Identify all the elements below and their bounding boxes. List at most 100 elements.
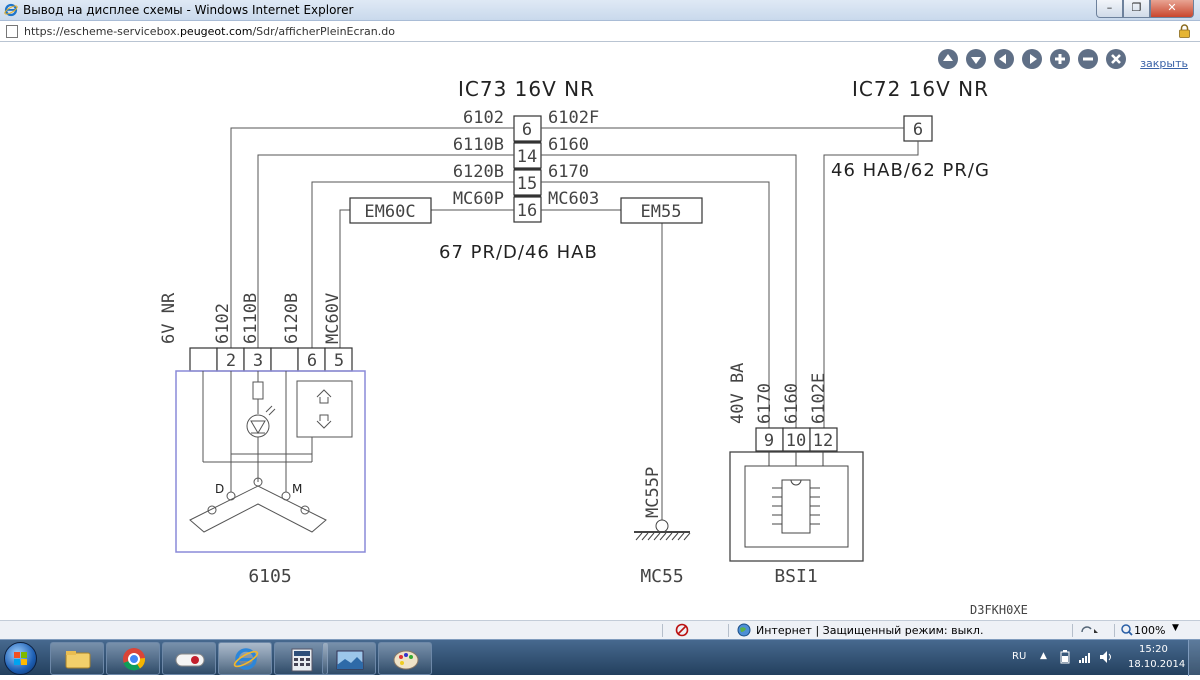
picture-viewer-icon [336,650,364,670]
taskbar-chrome[interactable] [106,642,160,675]
wire-label-6102f: 6102F [548,108,599,128]
show-hidden-icons[interactable]: ▲ [1040,651,1047,661]
popup-blocked-icon[interactable] [675,623,689,637]
calculator-icon [291,648,313,672]
ground-wire-label: MC55P [643,467,663,518]
diagram-canvas: закрыть IC73 16V NR IC72 16V NR 6 14 15 … [0,42,1200,620]
conn-6105-label: 6V NR [159,292,179,344]
zoom-icon[interactable] [1121,624,1133,636]
switch-label-m: M [292,482,302,496]
clock-date[interactable]: 18.10.2014 [1128,659,1186,670]
zoom-level[interactable]: 100% [1134,624,1166,637]
ic73-pin-15: 15 [517,174,537,194]
component-6105 [175,370,366,553]
pin-6105-6: 6 [307,351,317,371]
close-button[interactable]: ✕ [1150,0,1194,18]
url-path: /Sdr/afficherPleinEcran.do [252,24,395,38]
wires [230,127,919,520]
ic73-connector [513,115,542,223]
restore-button[interactable]: ❐ [1123,0,1150,18]
show-desktop-button[interactable] [1188,640,1200,676]
pin-6105-2: 2 [226,351,236,371]
left-arrow-icon[interactable] [994,49,1014,69]
folder-icon [65,651,91,669]
close-link[interactable]: закрыть [1140,57,1188,70]
pin-6105-5: 5 [334,351,344,371]
diagram-toolbar [938,49,1126,69]
part-label-6105: 6105 [248,566,291,587]
status-bar: Интернет | Защищенный режим: выкл. 100% … [0,620,1200,639]
component-bsi1 [729,451,864,562]
taskbar-picture-viewer[interactable] [322,642,376,675]
taskbar-app-toggle[interactable] [162,642,216,675]
security-zone-text: Интернет | Защищенный режим: выкл. [756,624,984,637]
diagram-code: D3FKH0XE [970,603,1028,617]
conn-bsi-pins [755,427,838,452]
address-bar[interactable]: https://escheme-servicebox.peugeot.com/S… [0,21,1200,42]
ground-symbol [634,519,691,541]
url-host: peugeot.com [179,24,253,38]
down-arrow-icon[interactable] [966,49,986,69]
wire-label-6160: 6160 [548,135,589,155]
em55-label: EM55 [641,202,682,222]
internet-explorer-icon [233,648,259,670]
wiring-diagram: IC73 16V NR IC72 16V NR 6 14 15 16 6 [159,77,1028,617]
zoom-out-icon[interactable] [1078,49,1098,69]
toggle-app-icon [175,653,205,667]
ic73-label: IC73 16V NR [458,77,595,101]
vert-label-6110b: 6110B [241,293,261,344]
wire-label-6120b: 6120B [453,162,504,182]
window-title: Вывод на дисплее схемы - Windows Interne… [23,3,354,17]
taskbar-explorer[interactable] [50,642,104,675]
pin-bsi-10: 10 [786,431,806,451]
em60c-box [349,197,432,224]
volume-icon[interactable] [1099,650,1113,664]
conn-bsi-label: 40V BA [728,363,748,424]
minimize-button[interactable]: – [1096,0,1123,18]
harness-label-right: 46 HAB/62 PR/G [831,160,990,181]
internet-explorer-icon [4,3,18,17]
close-circle-icon[interactable] [1106,49,1126,69]
lock-icon[interactable] [1179,24,1190,38]
vert-label-6160: 6160 [782,383,802,424]
battery-icon[interactable] [1060,650,1070,664]
zoom-in-icon[interactable] [1050,49,1070,69]
part-label-mc55: MC55 [640,566,683,587]
network-icon[interactable] [1079,650,1093,664]
chrome-icon [123,648,146,671]
url-scheme: https://escheme-servicebox. [24,24,180,38]
vert-label-6170: 6170 [755,383,775,424]
taskbar-paint[interactable] [378,642,432,675]
windows-logo-icon [14,652,27,665]
taskbar-internet-explorer[interactable] [218,642,272,675]
harness-label-left: 67 PR/D/46 HAB [439,242,598,263]
page-icon [6,24,18,38]
wire-label-6170: 6170 [548,162,589,182]
switch-label-d: D [215,482,224,496]
up-arrow-icon[interactable] [938,49,958,69]
wire-label-6110b: 6110B [453,135,504,155]
ic72-label: IC72 16V NR [852,77,989,101]
vert-label-6102: 6102 [213,303,233,344]
protected-mode-icon[interactable] [1080,624,1102,637]
em60c-label: EM60C [364,202,415,222]
right-arrow-icon[interactable] [1022,49,1042,69]
ic73-pin-6: 6 [522,120,532,140]
ic73-pin-14: 14 [517,147,537,167]
globe-icon [737,623,751,637]
system-tray: RU ▲ 15:20 18.10.2014 [1000,640,1200,676]
clock-time[interactable]: 15:20 [1139,644,1168,655]
zoom-dropdown-icon[interactable]: ▼ [1172,623,1179,633]
start-button[interactable] [4,642,37,675]
vert-label-6120b: 6120B [282,293,302,344]
pin-bsi-9: 9 [764,431,774,451]
pin-bsi-12: 12 [813,431,833,451]
wire-label-mc60p: MC60P [453,189,504,209]
taskbar-calculator[interactable] [274,642,328,675]
language-indicator[interactable]: RU [1012,651,1027,662]
vert-label-6102e: 6102E [809,373,829,424]
ic72-pin-6: 6 [913,120,923,140]
wire-label-6102: 6102 [463,108,504,128]
ic73-pin-16: 16 [517,201,537,221]
part-label-bsi1: BSI1 [774,566,817,587]
